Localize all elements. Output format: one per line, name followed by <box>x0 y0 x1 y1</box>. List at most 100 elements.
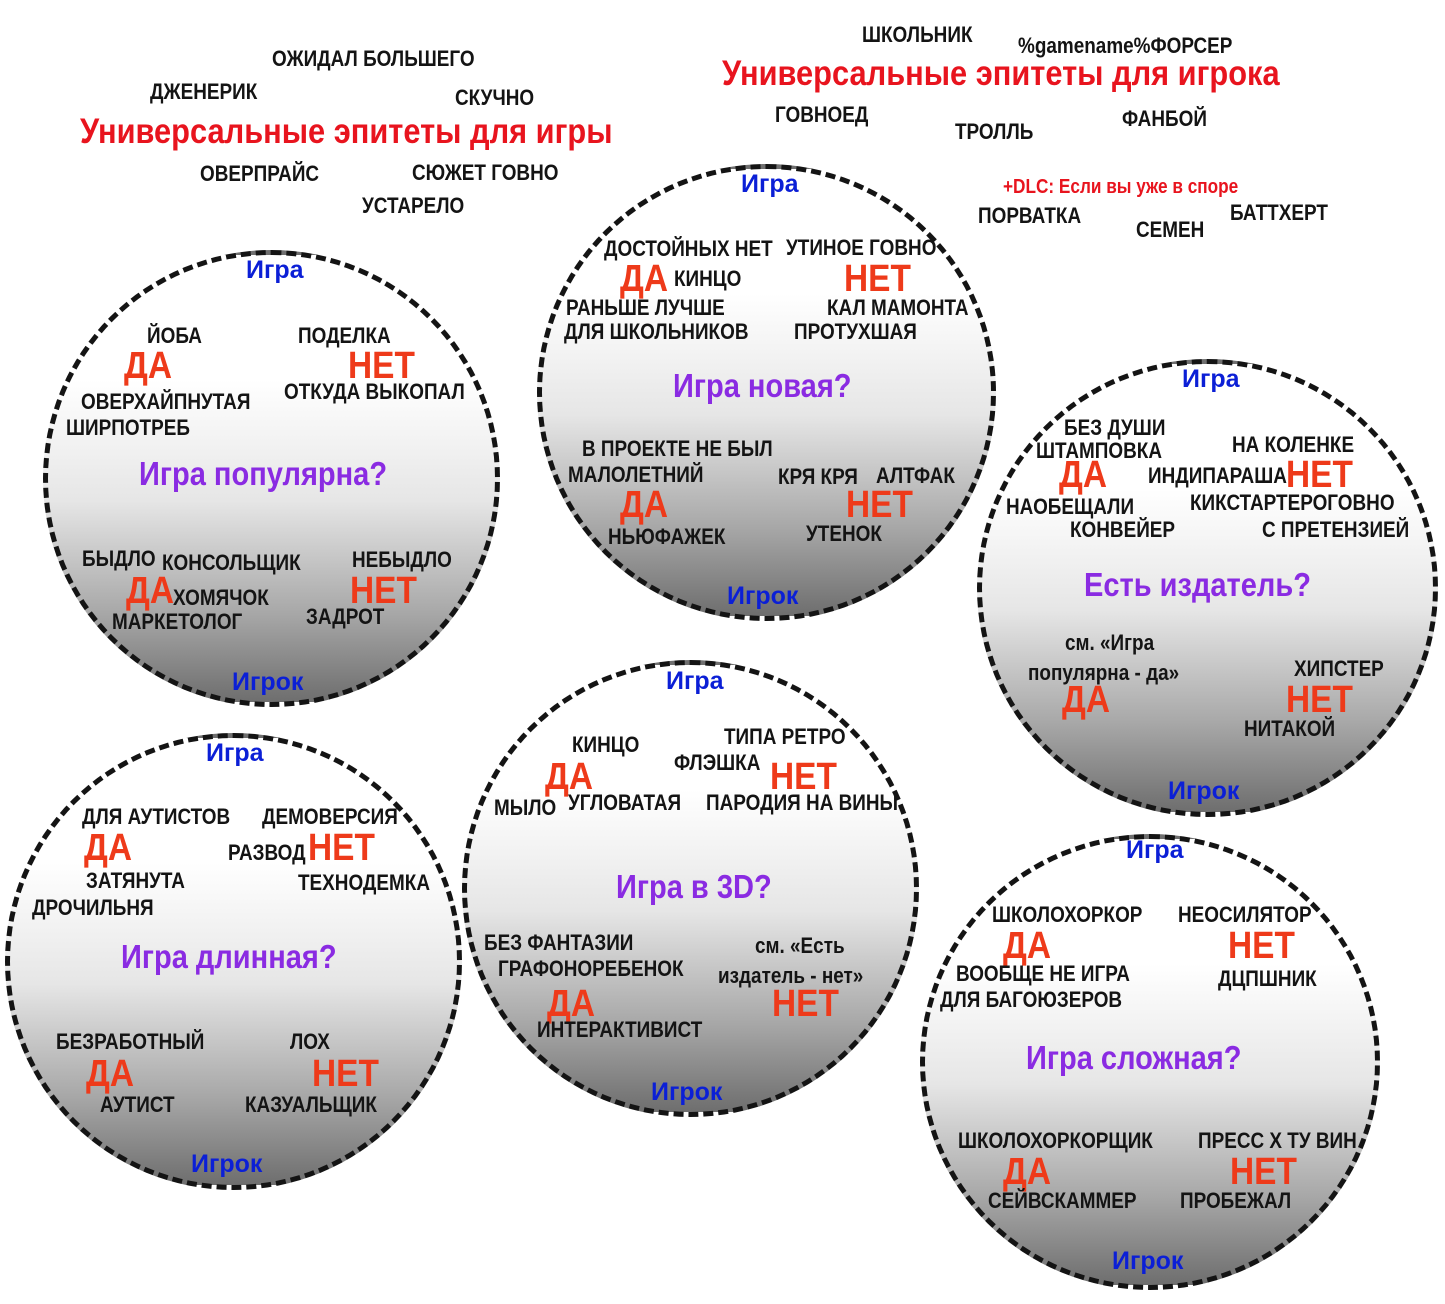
new-game-no-word: КАЛ МАМОНТА <box>827 295 969 320</box>
player-word-shit-eater: ГОВНОЕД <box>775 102 869 127</box>
hard-player-yes-word: ШКОЛОХОРКОРЩИК <box>958 1128 1153 1153</box>
new-game-yes-word: КИНЦО <box>674 266 742 291</box>
circle-popular-player-label: Игрок <box>232 668 304 696</box>
3d-player-no-word: издатель - нет» <box>718 963 864 988</box>
popular-player-yes-word: ХОМЯЧОК <box>173 585 269 610</box>
circle-publisher <box>977 359 1438 817</box>
new-game-yes: ДА <box>620 258 668 300</box>
circle-long-game-label: Игра <box>206 739 264 767</box>
popular-game-yes-word: ОВЕРХАЙПНУТАЯ <box>81 389 251 414</box>
popular-player-no-word: НЕБЫДЛО <box>352 547 452 572</box>
new-player-no-word: УТЕНОК <box>806 521 882 546</box>
question-hard: Игра сложная? <box>1026 1039 1242 1076</box>
new-game-no-word: ПРОТУХШАЯ <box>794 319 917 344</box>
3d-player-yes-word: ИНТЕРАКТИВИСТ <box>537 1017 703 1042</box>
new-player-yes: ДА <box>620 484 668 526</box>
question-publisher: Есть издатель? <box>1084 566 1311 603</box>
publisher-game-no-word: КИКСТАРТЕРОГОВНО <box>1190 490 1395 515</box>
3d-player-yes: ДА <box>547 983 595 1025</box>
new-game-no: НЕТ <box>844 258 911 300</box>
3d-player-no: НЕТ <box>772 983 839 1025</box>
long-player-no: НЕТ <box>312 1053 379 1095</box>
publisher-game-no-word: С ПРЕТЕНЗИЕЙ <box>1262 517 1410 542</box>
circle-publisher-game-label: Игра <box>1182 365 1240 393</box>
circle-3d-game-label: Игра <box>666 667 724 695</box>
hard-game-yes-word: ВООБЩЕ НЕ ИГРА <box>956 961 1130 986</box>
circle-3d <box>462 660 919 1117</box>
long-game-yes: ДА <box>84 827 132 869</box>
publisher-game-no-word: ИНДИПАРАША <box>1148 463 1287 488</box>
long-game-no-word: ДЕМОВЕРСИЯ <box>262 804 398 829</box>
popular-player-yes-word: МАРКЕТОЛОГ <box>112 609 243 634</box>
hard-player-yes-word: СЕЙВСКАММЕР <box>988 1188 1137 1213</box>
new-player-no-word: КРЯ КРЯ <box>778 464 858 489</box>
popular-player-yes-word: КОНСОЛЬЩИК <box>162 550 301 575</box>
3d-game-yes-word: КИНЦО <box>572 732 640 757</box>
hard-player-yes: ДА <box>1003 1151 1051 1193</box>
circle-long-player-label: Игрок <box>191 1150 263 1178</box>
publisher-player-no-word: ХИПСТЕР <box>1294 656 1384 681</box>
popular-game-no: НЕТ <box>348 345 415 387</box>
game-word-plot-bad: СЮЖЕТ ГОВНО <box>412 160 559 185</box>
game-word-generic: ДЖЕНЕРИК <box>150 79 258 104</box>
game-word-boring: СКУЧНО <box>455 85 535 110</box>
publisher-game-yes-word: ШТАМПОВКА <box>1036 438 1163 463</box>
hard-game-no-word: ДЦПШНИК <box>1218 966 1317 991</box>
popular-game-yes: ДА <box>124 345 172 387</box>
new-player-no: НЕТ <box>846 484 913 526</box>
question-3d: Игра в 3D? <box>616 868 772 905</box>
question-popular: Игра популярна? <box>139 455 388 492</box>
popular-player-yes-word: БЫДЛО <box>82 546 156 571</box>
long-game-no-word: РАЗВОД <box>228 840 306 865</box>
long-game-yes-word: ДЛЯ АУТИСТОВ <box>82 804 231 829</box>
circle-new-player-label: Игрок <box>727 582 799 610</box>
popular-game-yes-word: ЙОБА <box>147 323 202 348</box>
popular-game-no-word: ПОДЕЛКА <box>298 323 391 348</box>
new-game-yes-word: РАНЬШЕ ЛУЧШЕ <box>566 295 725 320</box>
player-word-forcer: %gamename%ФОРСЕР <box>1018 33 1233 58</box>
publisher-game-no-word: НА КОЛЕНКЕ <box>1232 432 1355 457</box>
player-word-butthurt: БАТТХЕРТ <box>1230 200 1328 225</box>
long-game-yes-word: ЗАТЯНУТА <box>86 868 185 893</box>
3d-game-no: НЕТ <box>770 756 837 798</box>
hard-game-no: НЕТ <box>1228 925 1295 967</box>
hard-game-yes-word: ДЛЯ БАГОЮЗЕРОВ <box>940 987 1123 1012</box>
circle-popular-game-label: Игра <box>246 256 304 284</box>
popular-player-yes: ДА <box>126 570 174 612</box>
new-player-yes-word: В ПРОЕКТЕ НЕ БЫЛ <box>582 436 773 461</box>
circle-publisher-player-label: Игрок <box>1168 777 1240 805</box>
hard-player-no-word: ПРЕСС Х ТУ ВИН <box>1198 1128 1357 1153</box>
circle-new-game-label: Игра <box>741 170 799 198</box>
game-word-overprice: ОВЕРПРАЙС <box>200 161 320 186</box>
publisher-game-yes: ДА <box>1059 454 1107 496</box>
game-word-outdated: УСТАРЕЛО <box>362 193 465 218</box>
publisher-game-yes-word: БЕЗ ДУШИ <box>1064 415 1166 440</box>
publisher-player-no-word: НИТАКОЙ <box>1244 716 1336 741</box>
publisher-player-yes-word: см. «Игра <box>1065 630 1155 655</box>
hard-game-yes-word: ШКОЛОХОРКОР <box>992 902 1143 927</box>
hard-player-no-word: ПРОБЕЖАЛ <box>1180 1188 1292 1213</box>
3d-game-no-word: ПАРОДИЯ НА ВИНЫ <box>706 790 899 815</box>
new-game-no-word: УТИНОЕ ГОВНО <box>786 235 937 260</box>
new-player-no-word: АЛТФАК <box>876 463 955 488</box>
circle-long <box>5 733 462 1190</box>
long-player-yes-word: АУТИСТ <box>100 1092 175 1117</box>
3d-game-yes-word: МЫЛО <box>494 795 557 820</box>
popular-game-yes-word: ШИРПОТРЕБ <box>66 415 190 440</box>
long-player-no-word: ЛОХ <box>290 1029 330 1054</box>
new-game-yes-word: ДОСТОЙНЫХ НЕТ <box>604 236 773 261</box>
circle-new <box>537 164 996 621</box>
long-game-yes-word: ДРОЧИЛЬНЯ <box>32 895 154 920</box>
circle-hard-game-label: Игра <box>1126 836 1184 864</box>
publisher-player-yes-word: популярна - да» <box>1028 660 1180 685</box>
player-word-troll: ТРОЛЛЬ <box>955 119 1034 144</box>
new-player-yes-word: НЬЮФАЖЕК <box>608 524 726 549</box>
3d-game-yes: ДА <box>545 756 593 798</box>
publisher-game-yes-word: КОНВЕЙЕР <box>1070 517 1176 542</box>
circle-3d-player-label: Игрок <box>651 1078 723 1106</box>
player-word-semen: СЕМЕН <box>1136 217 1205 242</box>
publisher-player-yes: ДА <box>1062 679 1110 721</box>
dlc-note: +DLC: Если вы уже в споре <box>1003 176 1239 198</box>
hard-game-no-word: НЕОСИЛЯТОР <box>1178 902 1312 927</box>
circle-hard-player-label: Игрок <box>1112 1247 1184 1275</box>
